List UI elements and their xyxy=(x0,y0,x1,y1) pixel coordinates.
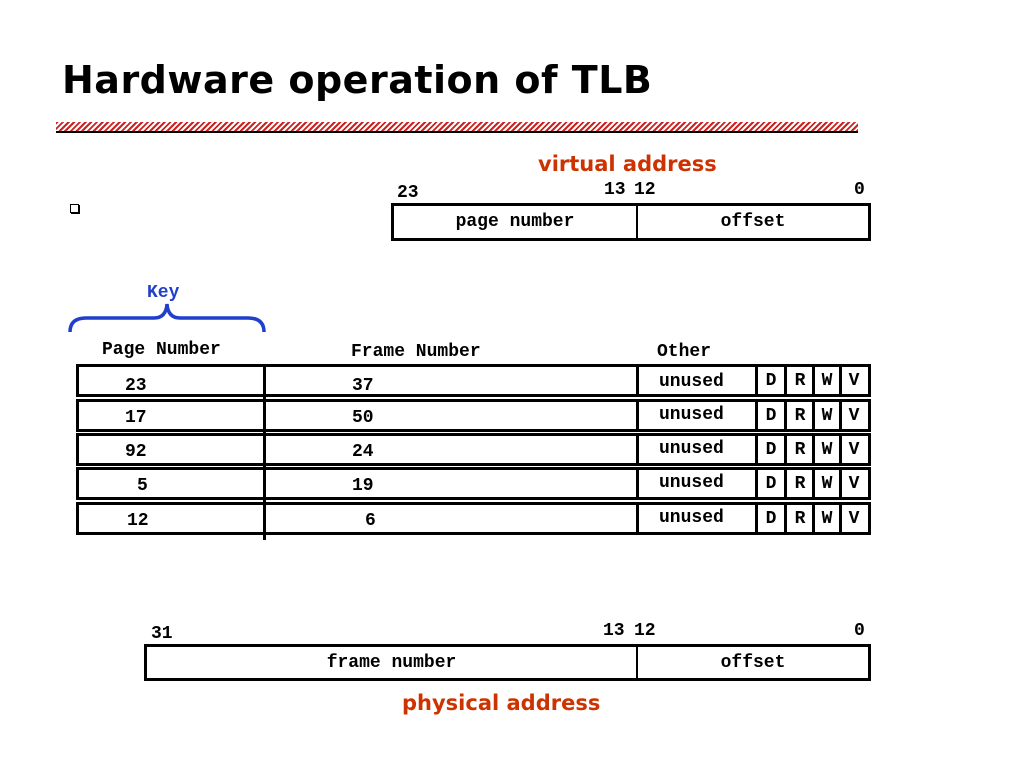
pa-frame-number-field: frame number xyxy=(326,652,457,673)
flag-d: D xyxy=(765,508,777,529)
flag-v: V xyxy=(848,370,860,391)
row-separator xyxy=(755,399,758,432)
row-separator xyxy=(755,364,758,397)
row-page-number: 5 xyxy=(137,476,148,496)
row-frame-number: 24 xyxy=(352,442,374,462)
va-bit-high: 23 xyxy=(397,183,419,203)
row-page-number: 17 xyxy=(125,408,147,428)
flag-d: D xyxy=(765,473,777,494)
flag-r: R xyxy=(794,473,806,494)
flag-v: V xyxy=(848,473,860,494)
row-separator xyxy=(812,364,815,397)
header-page-number: Page Number xyxy=(102,340,221,360)
row-separator xyxy=(784,467,787,500)
tlb-row: 17 50 unused D R W V xyxy=(76,399,871,432)
row-other: unused xyxy=(659,439,724,459)
pa-bit-split-high: 13 xyxy=(603,621,625,641)
tlb-row: 5 19 unused D R W V xyxy=(76,467,871,500)
row-separator xyxy=(755,502,758,535)
virtual-address-box: page number offset xyxy=(391,203,871,241)
row-other: unused xyxy=(659,405,724,425)
tlb-row: 92 24 unused D R W V xyxy=(76,433,871,466)
flag-w: W xyxy=(821,370,833,391)
pa-divider xyxy=(636,647,638,678)
key-column-divider xyxy=(263,364,266,540)
row-separator xyxy=(839,433,842,466)
row-separator xyxy=(755,467,758,500)
va-page-number-field: page number xyxy=(455,212,575,232)
flag-w: W xyxy=(821,405,833,426)
key-label: Key xyxy=(147,283,180,303)
pa-offset-field: offset xyxy=(720,652,786,673)
row-other: unused xyxy=(659,473,724,493)
row-other: unused xyxy=(659,508,724,528)
flag-v: V xyxy=(848,405,860,426)
va-bit-split-low: 12 xyxy=(634,180,656,200)
tlb-row: 23 37 unused D R W V xyxy=(76,364,871,397)
row-separator xyxy=(812,399,815,432)
va-offset-field: offset xyxy=(720,212,786,232)
row-separator xyxy=(636,364,639,397)
flag-d: D xyxy=(765,405,777,426)
header-other: Other xyxy=(657,342,712,362)
flag-v: V xyxy=(848,439,860,460)
physical-address-box: frame number offset xyxy=(144,644,871,681)
row-separator xyxy=(839,502,842,535)
row-frame-number: 50 xyxy=(352,408,374,428)
row-separator xyxy=(839,467,842,500)
flag-d: D xyxy=(765,370,777,391)
row-separator xyxy=(636,467,639,500)
row-separator xyxy=(839,399,842,432)
row-separator xyxy=(755,433,758,466)
row-separator xyxy=(636,502,639,535)
flag-r: R xyxy=(794,439,806,460)
row-separator xyxy=(784,433,787,466)
va-bit-split-high: 13 xyxy=(604,180,626,200)
flag-w: W xyxy=(821,439,833,460)
row-separator xyxy=(839,364,842,397)
row-separator xyxy=(784,399,787,432)
bullet-icon xyxy=(70,204,79,213)
row-separator xyxy=(812,433,815,466)
flag-r: R xyxy=(794,508,806,529)
pa-bit-high: 31 xyxy=(151,624,173,644)
flag-w: W xyxy=(821,473,833,494)
row-page-number: 92 xyxy=(125,442,147,462)
row-separator xyxy=(812,502,815,535)
row-separator xyxy=(636,433,639,466)
row-separator xyxy=(784,502,787,535)
row-frame-number: 6 xyxy=(365,511,376,531)
row-page-number: 12 xyxy=(127,511,149,531)
va-divider xyxy=(636,206,638,238)
header-frame-number: Frame Number xyxy=(351,342,481,362)
flag-r: R xyxy=(794,405,806,426)
pa-bit-low: 0 xyxy=(854,621,865,641)
row-separator xyxy=(812,467,815,500)
title-underline xyxy=(56,122,858,133)
flag-d: D xyxy=(765,439,777,460)
row-frame-number: 37 xyxy=(352,376,374,396)
row-frame-number: 19 xyxy=(352,476,374,496)
row-separator xyxy=(636,399,639,432)
key-brace-icon xyxy=(68,303,266,333)
physical-address-label: physical address xyxy=(402,691,601,715)
pa-bit-split-low: 12 xyxy=(634,621,656,641)
row-page-number: 23 xyxy=(125,376,147,396)
tlb-row: 12 6 unused D R W V xyxy=(76,502,871,535)
flag-w: W xyxy=(821,508,833,529)
row-separator xyxy=(784,364,787,397)
flag-v: V xyxy=(848,508,860,529)
slide-title: Hardware operation of TLB xyxy=(62,58,653,102)
va-bit-low: 0 xyxy=(854,180,865,200)
row-other: unused xyxy=(659,372,724,392)
flag-r: R xyxy=(794,370,806,391)
virtual-address-label: virtual address xyxy=(538,152,717,176)
